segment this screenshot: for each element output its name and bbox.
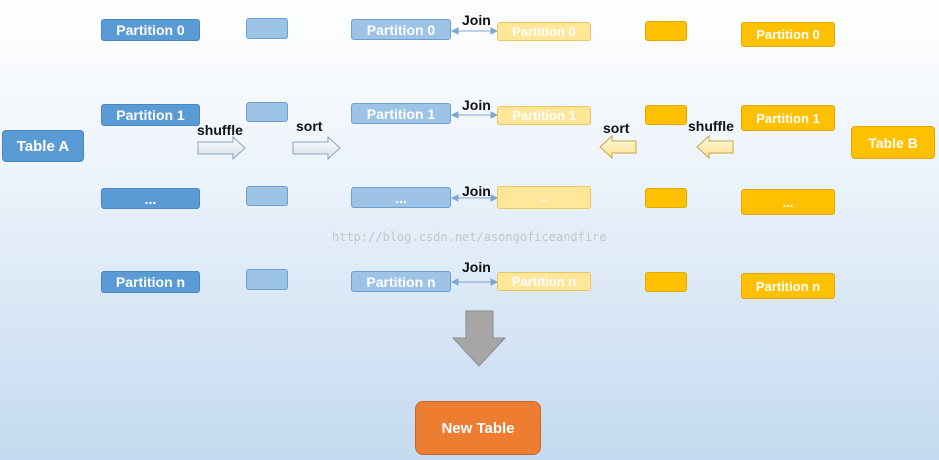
join-label-row-2: Join: [462, 183, 491, 199]
table-a-partition-0: Partition 0: [101, 19, 200, 41]
sorted-b-partition-0: Partition 0: [497, 22, 591, 41]
down-arrow: [451, 310, 507, 367]
shuffled-block-a-1: [246, 102, 288, 122]
sort-label-a: sort: [296, 118, 323, 134]
sort-arrow-right-side: [599, 134, 637, 160]
table-a-partition-1: Partition 1: [101, 104, 200, 126]
shuffled-block-b-2: [645, 188, 687, 208]
join-connector-row-0: [450, 27, 499, 35]
shuffled-block-a-0: [246, 18, 288, 39]
shuffled-block-b-1: [645, 105, 687, 125]
shuffled-block-a-n: [246, 269, 288, 290]
shuffle-label-a: shuffle: [197, 122, 243, 138]
sorted-b-partition-n: Partition n: [497, 272, 591, 291]
shuffle-arrow-right-side: [696, 134, 734, 160]
shuffle-label-b: shuffle: [688, 118, 734, 134]
watermark-text: http://blog.csdn.net/asongoficeandfire: [332, 230, 607, 244]
join-connector-row-2: [450, 194, 499, 202]
table-a-partition-n: Partition n: [101, 271, 200, 293]
table-a-box: Table A: [2, 130, 84, 162]
join-label-row-0: Join: [462, 12, 491, 28]
sort-label-b: sort: [603, 120, 630, 136]
join-connector-row-3: [450, 278, 499, 286]
sorted-b-partition-ellipsis: ...: [497, 186, 591, 209]
shuffled-block-a-2: [246, 186, 288, 206]
table-b-partition-1: Partition 1: [741, 105, 835, 131]
table-b-partition-0: Partition 0: [741, 22, 835, 47]
sorted-a-partition-0: Partition 0: [351, 19, 451, 40]
table-b-partition-ellipsis: ...: [741, 189, 835, 215]
sorted-a-partition-1: Partition 1: [351, 103, 451, 124]
shuffled-block-b-0: [645, 21, 687, 41]
shuffle-arrow-left-side: [197, 135, 246, 161]
table-b-box: Table B: [851, 126, 935, 159]
join-label-row-3: Join: [462, 259, 491, 275]
join-label-row-1: Join: [462, 97, 491, 113]
sort-arrow-left-side: [292, 135, 341, 161]
new-table-box: New Table: [415, 401, 541, 455]
sorted-b-partition-1: Partition 1: [497, 106, 591, 125]
table-b-partition-n: Partition n: [741, 273, 835, 299]
sorted-a-partition-n: Partition n: [351, 271, 451, 292]
shuffled-block-b-n: [645, 272, 687, 292]
table-a-partition-ellipsis: ...: [101, 188, 200, 209]
sorted-a-partition-ellipsis: ...: [351, 187, 451, 208]
join-connector-row-1: [450, 111, 499, 119]
